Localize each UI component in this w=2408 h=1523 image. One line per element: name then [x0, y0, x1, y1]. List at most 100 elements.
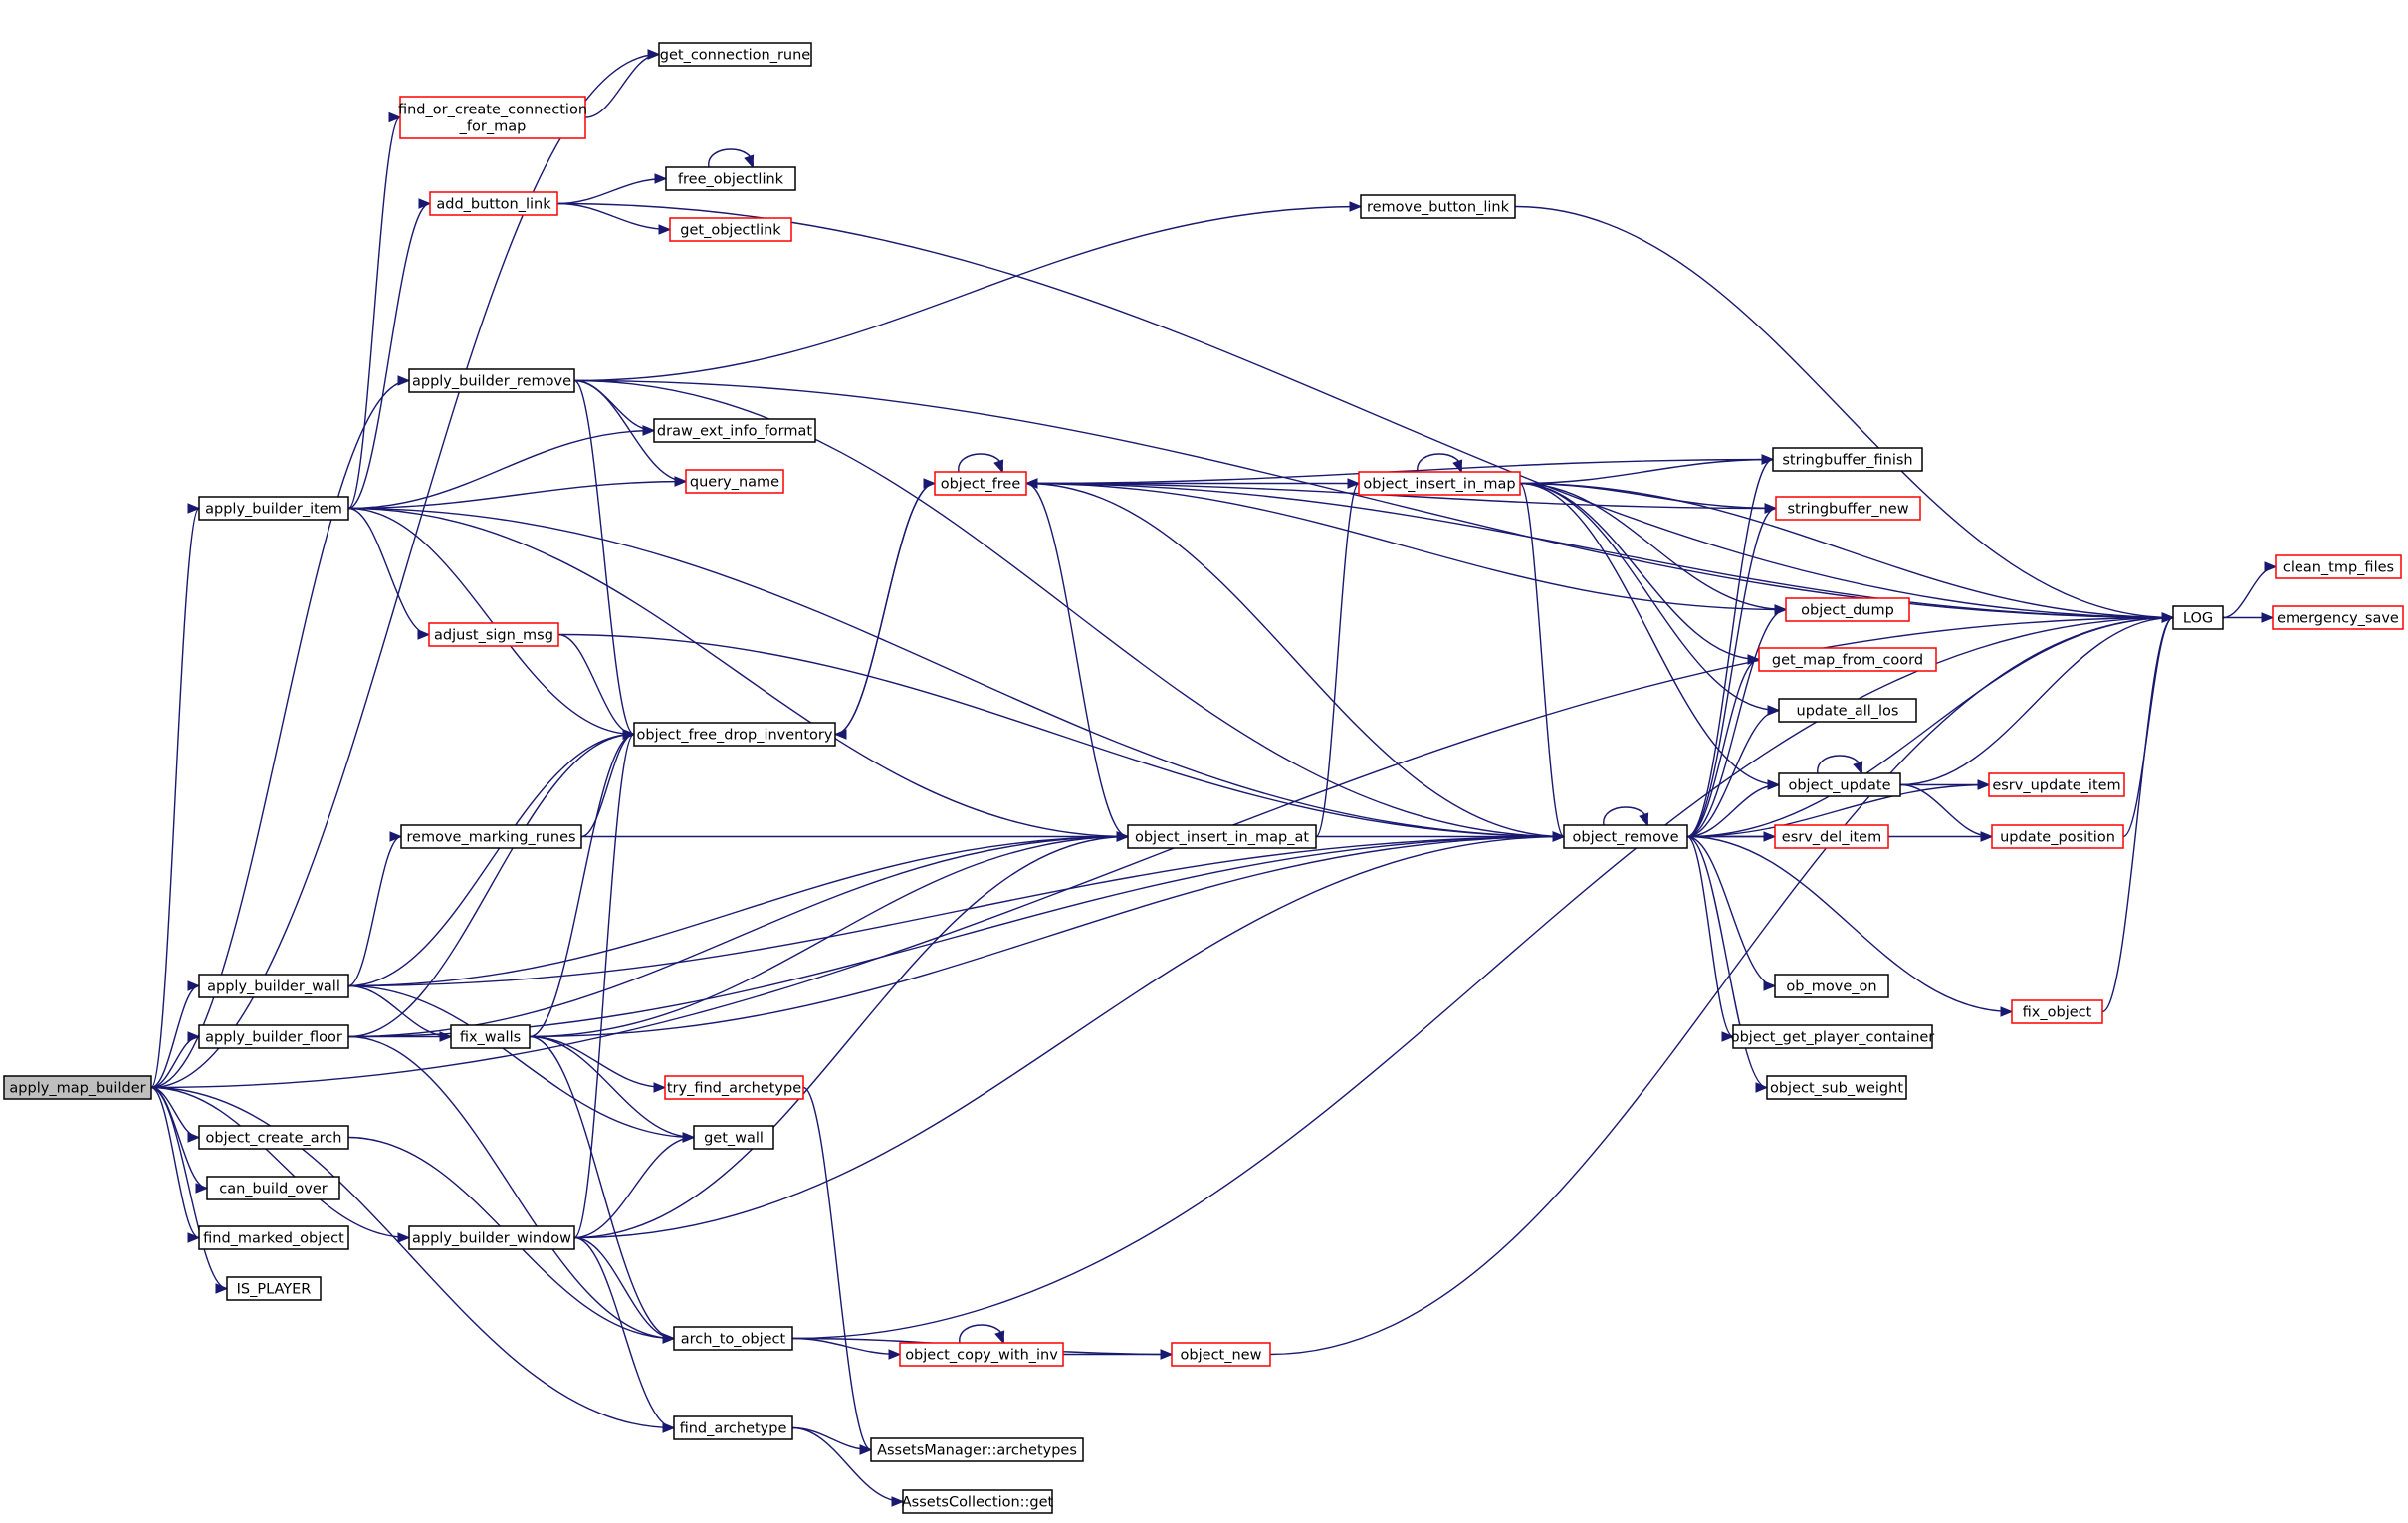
function-node[interactable]: remove_marking_runes	[400, 824, 582, 849]
function-node[interactable]: object_get_player_container	[1731, 1024, 1935, 1049]
function-node[interactable]: apply_builder_window	[408, 1225, 575, 1250]
function-node-label: object_remove	[1573, 830, 1679, 846]
call-edge-arrow	[658, 224, 672, 235]
call-edge-arrow	[388, 111, 402, 123]
call-edge	[1025, 482, 1788, 615]
call-edge	[556, 202, 2175, 623]
function-node[interactable]: fix_object	[2011, 999, 2103, 1024]
function-node-label: get_objectlink	[680, 223, 781, 239]
function-node-box	[665, 166, 796, 191]
function-node[interactable]: ob_move_on	[1774, 974, 1889, 998]
function-node[interactable]: free_objectlink	[665, 166, 796, 191]
function-node[interactable]: apply_builder_item	[198, 496, 349, 521]
function-node-box	[198, 1125, 349, 1150]
function-node[interactable]: object_copy_with_inv	[899, 1342, 1064, 1367]
call-edge	[1686, 612, 2175, 838]
function-node[interactable]: fix_walls	[450, 1024, 531, 1049]
function-node[interactable]: object_dump	[1785, 597, 1910, 622]
function-node[interactable]: get_map_from_coord	[1758, 647, 1937, 672]
call-edge	[150, 1086, 411, 1243]
call-edge-line	[347, 835, 1565, 1038]
function-node[interactable]: clean_tmp_files	[2275, 554, 2402, 579]
function-node[interactable]: arch_to_object	[673, 1326, 793, 1351]
function-node[interactable]: IS_PLAYER	[226, 1276, 322, 1301]
function-node-box	[198, 1024, 349, 1049]
call-edge	[347, 507, 431, 640]
function-node[interactable]: object_free	[934, 471, 1027, 496]
function-node[interactable]: stringbuffer_finish	[1772, 447, 1923, 472]
function-node[interactable]: object_create_arch	[198, 1125, 349, 1150]
call-edge-line	[557, 633, 1565, 838]
function-node[interactable]: find_or_create_connection_for_map	[398, 96, 587, 139]
call-edge-arrow	[1767, 779, 1781, 790]
function-node[interactable]: remove_button_link	[1360, 194, 1516, 219]
function-node[interactable]: object_free_drop_inventory	[633, 722, 836, 747]
function-node[interactable]: query_name	[685, 469, 784, 494]
function-node[interactable]: esrv_update_item	[1988, 772, 2125, 797]
call-edge-line	[347, 733, 635, 1038]
call-edge-line	[529, 835, 1129, 1038]
call-edge	[1603, 806, 1649, 827]
function-node-box	[206, 1176, 340, 1200]
function-node-box	[658, 42, 812, 67]
call-edge	[347, 984, 696, 1143]
call-edge-arrow	[417, 629, 431, 640]
call-edge	[347, 1035, 676, 1344]
call-edge-arrow	[397, 1232, 411, 1243]
function-node[interactable]: object_new	[1171, 1342, 1271, 1367]
function-node[interactable]: update_all_los	[1778, 698, 1917, 723]
function-node[interactable]: esrv_del_item	[1774, 824, 1889, 849]
call-edge	[1686, 604, 1788, 838]
call-edge-line	[1519, 482, 1787, 611]
function-node[interactable]: AssetsManager::archetypes	[870, 1437, 1084, 1462]
function-node[interactable]: apply_builder_wall	[198, 974, 349, 998]
function-node[interactable]: object_update	[1778, 772, 1901, 797]
function-node[interactable]: apply_map_builder	[3, 1075, 152, 1100]
function-node[interactable]: draw_ext_info_format	[653, 418, 816, 443]
call-edge-line	[150, 984, 200, 1089]
call-edge	[1686, 503, 1778, 838]
call-edge-line	[347, 202, 431, 510]
function-node[interactable]: apply_builder_remove	[408, 368, 575, 393]
call-edge-line	[1686, 783, 1990, 838]
call-edge	[2101, 612, 2175, 1013]
function-node[interactable]: get_wall	[693, 1125, 774, 1150]
function-node[interactable]: update_position	[1991, 824, 2124, 849]
function-node[interactable]: LOG	[2172, 605, 2224, 630]
function-node[interactable]: object_insert_in_map_at	[1127, 824, 1317, 849]
call-edge-line	[1686, 835, 1734, 1038]
call-edge	[791, 1426, 873, 1455]
function-node-label: query_name	[690, 475, 779, 491]
call-edge-line	[2101, 616, 2174, 1013]
function-node[interactable]: try_find_archetype	[664, 1075, 804, 1100]
call-edge-line	[557, 633, 635, 736]
call-edge-line	[347, 835, 1565, 987]
call-edge	[1686, 835, 1769, 1093]
function-node[interactable]: AssetsCollection::get	[902, 1489, 1054, 1514]
function-node[interactable]: can_build_over	[206, 1176, 340, 1200]
function-node[interactable]: get_objectlink	[669, 217, 792, 242]
call-edge	[573, 379, 1566, 842]
function-node-box	[1988, 772, 2125, 797]
function-node[interactable]: find_archetype	[673, 1415, 793, 1440]
function-node[interactable]: object_sub_weight	[1766, 1075, 1907, 1100]
function-node[interactable]: apply_builder_floor	[198, 1024, 349, 1049]
call-edge-line	[573, 733, 635, 1239]
function-node-box	[1766, 1075, 1907, 1100]
function-node[interactable]: object_remove	[1563, 824, 1688, 849]
function-node[interactable]: adjust_sign_msg	[428, 622, 559, 647]
call-edge-arrow	[195, 1183, 209, 1194]
function-node[interactable]: add_button_link	[429, 191, 558, 216]
function-node[interactable]: find_marked_object	[198, 1225, 349, 1250]
function-node[interactable]: get_connection_rune	[658, 42, 812, 67]
function-node-box	[408, 1225, 575, 1250]
call-edge	[573, 831, 1566, 1239]
call-edge-arrow	[187, 1031, 201, 1042]
function-node[interactable]: emergency_save	[2272, 605, 2404, 630]
call-edge	[573, 201, 1363, 382]
call-edge-line	[347, 984, 695, 1139]
function-node[interactable]: object_insert_in_map	[1358, 471, 1521, 496]
call-edge-arrow	[994, 1330, 1005, 1345]
function-node[interactable]: stringbuffer_new	[1775, 496, 1921, 521]
call-edge-arrow	[397, 375, 411, 386]
